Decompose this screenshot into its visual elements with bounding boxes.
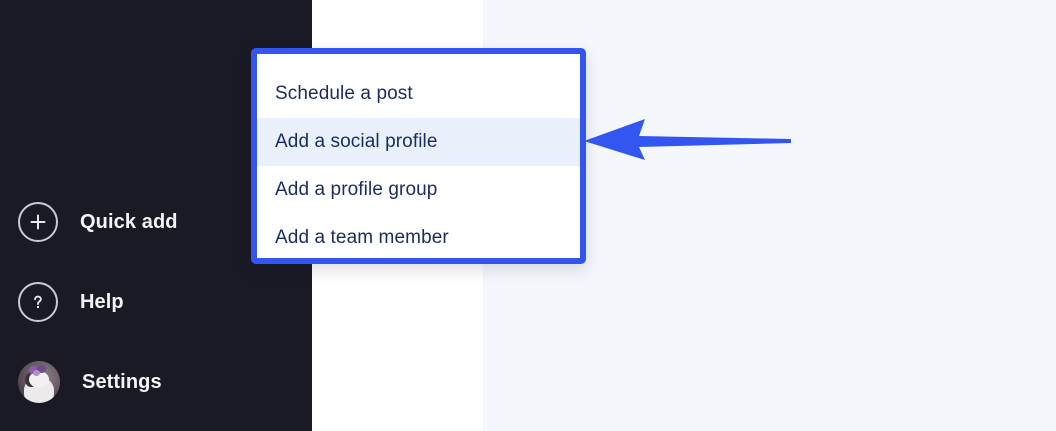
- menu-item-add-a-social-profile[interactable]: Add a social profile: [257, 118, 580, 166]
- menu-item-add-a-profile-group[interactable]: Add a profile group: [257, 166, 580, 214]
- quick-add-dropdown-menu: Schedule a post Add a social profile Add…: [251, 48, 586, 264]
- menu-item-label: Add a social profile: [275, 131, 438, 152]
- menu-item-label: Add a profile group: [275, 179, 438, 200]
- sidebar-item-settings[interactable]: Settings: [18, 360, 162, 404]
- menu-item-label: Schedule a post: [275, 83, 413, 104]
- sidebar-item-quick-add[interactable]: Quick add: [18, 200, 178, 244]
- sidebar-item-label: Quick add: [80, 210, 178, 233]
- menu-list: Schedule a post Add a social profile Add…: [257, 70, 580, 258]
- sidebar-item-help[interactable]: Help: [18, 280, 124, 324]
- menu-item-add-a-team-member[interactable]: Add a team member: [257, 214, 580, 258]
- menu-item-schedule-a-post[interactable]: Schedule a post: [257, 70, 580, 118]
- user-avatar: [18, 361, 60, 403]
- menu-item-label: Add a team member: [275, 227, 449, 248]
- sidebar-item-label: Help: [80, 290, 124, 313]
- question-circle-icon: [18, 282, 58, 322]
- sidebar-item-label: Settings: [82, 370, 162, 393]
- plus-circle-icon: [18, 202, 58, 242]
